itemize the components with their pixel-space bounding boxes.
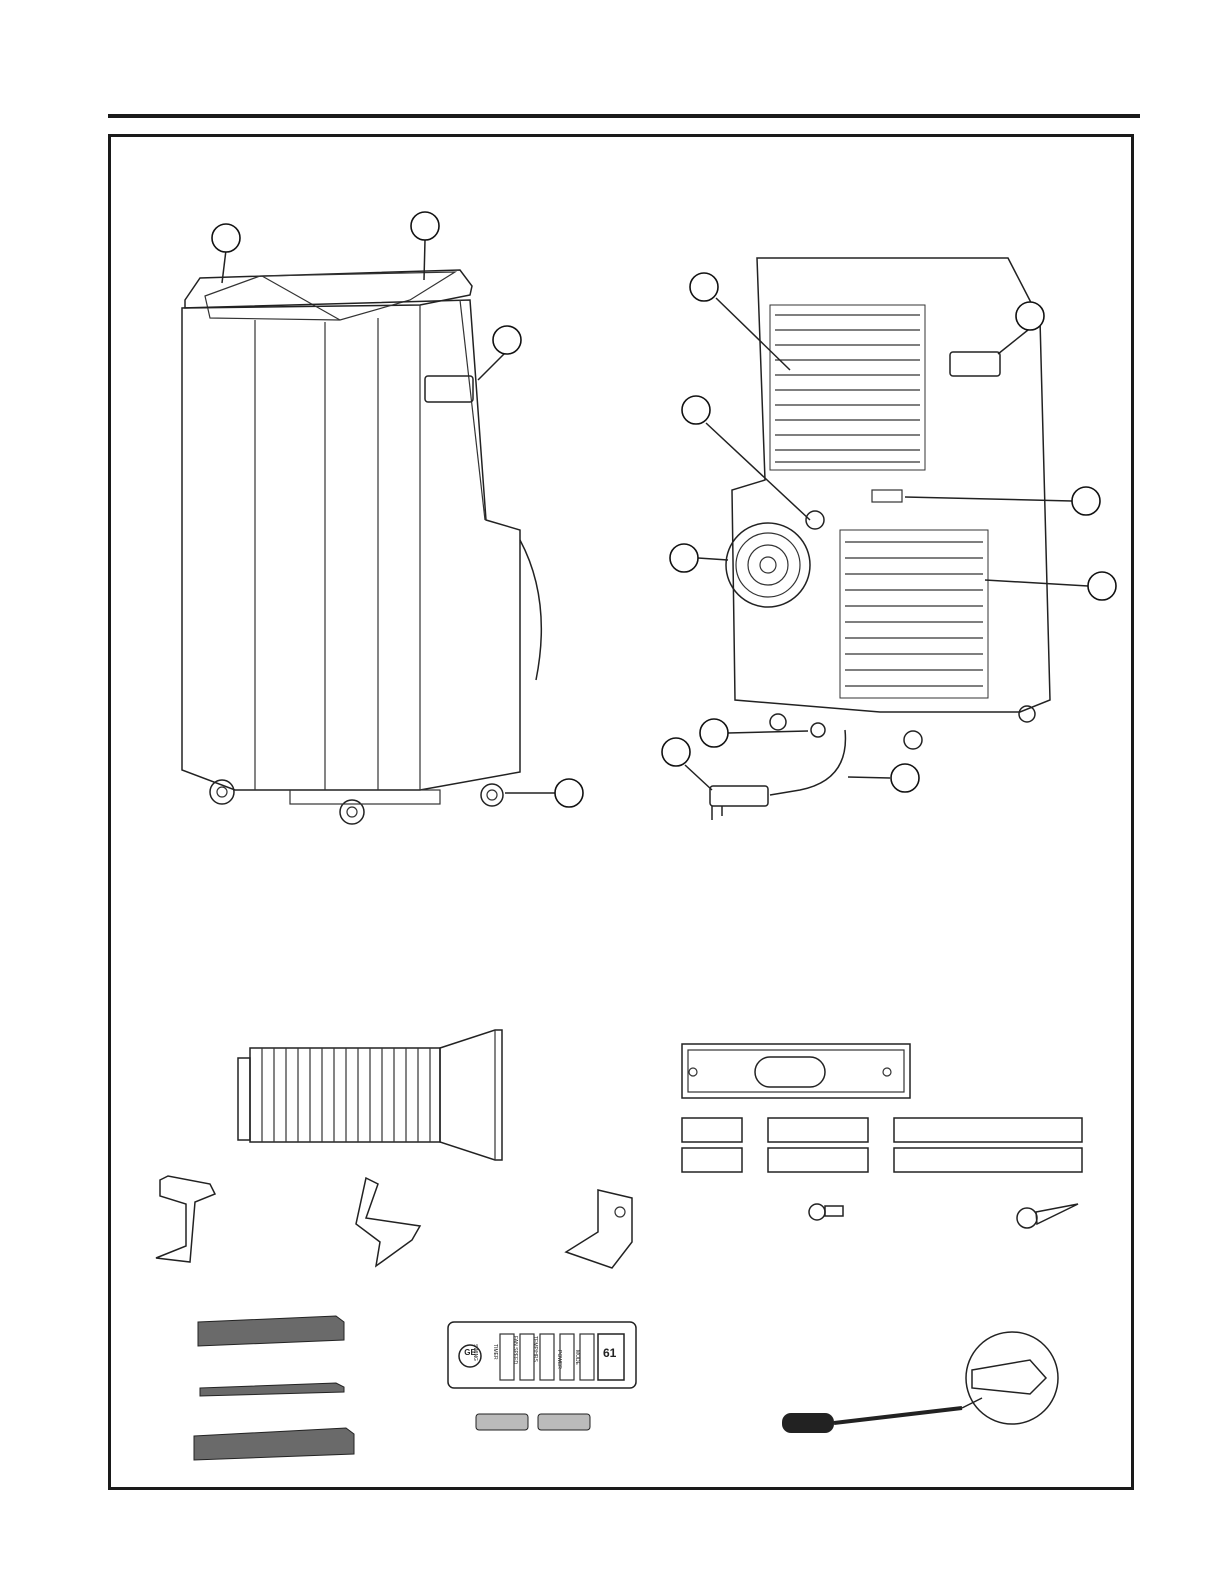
callout-markers [212,212,1116,807]
foam-seals-illustration [194,1316,354,1460]
remote-control: GE POWER MODE TEMP/HRS FAN SPEED TIMER S… [448,1322,636,1388]
remote-display-value: 61 [603,1346,616,1360]
screwdriver-illustration [782,1332,1058,1433]
exhaust-hose-illustration [238,1030,502,1160]
back-unit [685,258,1088,820]
remote-button-temp: TEMP/HRS [532,1336,538,1362]
brackets-illustration [156,1176,632,1268]
remote-button-fan-speed: FAN SPEED [512,1336,518,1364]
remote-button-mode: MODE [574,1350,580,1365]
remote-button-power: POWER [556,1350,562,1369]
window-kit-illustration [682,1044,1082,1228]
remote-button-timer: TIMER [492,1344,498,1360]
remote-button-swing: SWING [472,1344,478,1361]
